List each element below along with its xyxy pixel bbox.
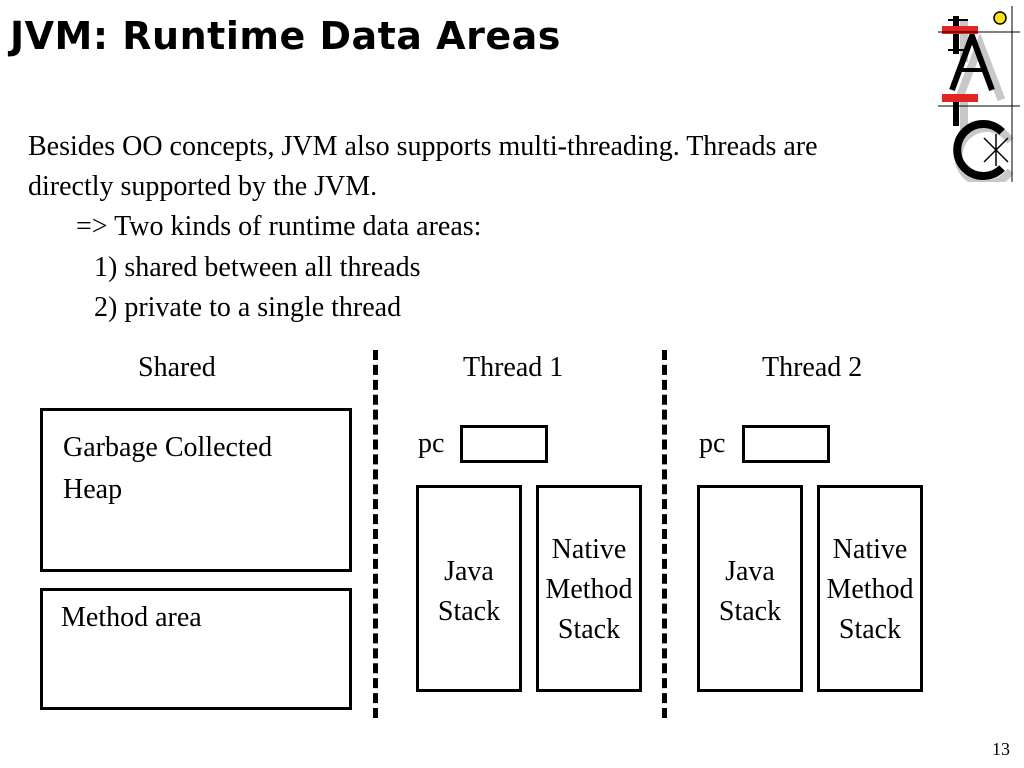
thread1-pc-register [460, 425, 548, 463]
thread1-java-stack-line-1: Java [444, 556, 494, 587]
heap-box: Garbage Collected Heap [40, 408, 352, 572]
body-line-5: 2) private to a single thread [94, 292, 402, 323]
thread2-heading: Thread 2 [762, 352, 863, 383]
thread2-native-line-2: Method [826, 574, 914, 605]
slide-title: JVM: Runtime Data Areas [10, 14, 561, 58]
thread1-native-method-stack: Native Method Stack [536, 485, 642, 692]
thread2-pc-register [742, 425, 830, 463]
body-line-3: => Two kinds of runtime data areas: [76, 211, 482, 242]
thread2-java-stack-line-1: Java [725, 556, 775, 587]
thread1-java-stack: Java Stack [416, 485, 522, 692]
iaik-logo-icon [938, 6, 1020, 182]
thread2-java-stack-line-2: Stack [718, 596, 782, 627]
thread2-pc-label: pc [699, 428, 726, 459]
body-line-4: 1) shared between all threads [94, 252, 421, 283]
thread1-pc-label: pc [418, 428, 445, 459]
divider-shared-thread1 [373, 350, 378, 718]
thread1-native-line-1: Native [551, 534, 627, 565]
method-area-label: Method area [61, 602, 202, 633]
thread2-native-line-3: Stack [838, 614, 902, 645]
thread2-java-stack: Java Stack [697, 485, 803, 692]
heap-label-line-2: Heap [63, 474, 123, 505]
thread1-native-line-2: Method [545, 574, 633, 605]
divider-thread1-thread2 [662, 350, 667, 718]
shared-heading: Shared [138, 352, 216, 383]
body-line-1: Besides OO concepts, JVM also supports m… [28, 131, 818, 162]
method-area-box: Method area [40, 588, 352, 710]
thread2-native-method-stack: Native Method Stack [817, 485, 923, 692]
body-line-2: directly supported by the JVM. [28, 171, 378, 202]
thread2-native-line-1: Native [832, 534, 908, 565]
thread1-heading: Thread 1 [463, 352, 564, 383]
thread1-java-stack-line-2: Stack [437, 596, 501, 627]
heap-label-line-1: Garbage Collected [63, 432, 273, 463]
thread1-native-line-3: Stack [557, 614, 621, 645]
page-number: 13 [992, 739, 1010, 759]
